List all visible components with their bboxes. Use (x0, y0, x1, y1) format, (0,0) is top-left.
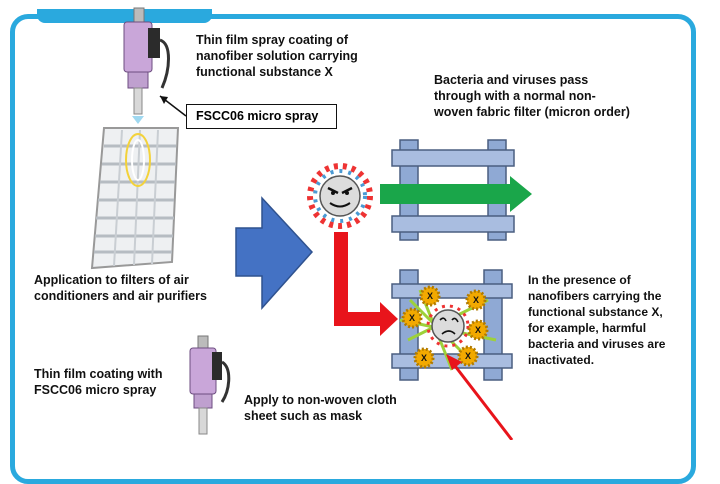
spray-coating-title: Thin film spray coating of nanofiber sol… (196, 33, 358, 79)
micro-spray-callout: FSCC06 micro spray (186, 104, 337, 129)
thin-film-coating-text: Thin film coating with FSCC06 micro spra… (34, 367, 163, 397)
air-filter (90, 127, 180, 270)
blocked-path-arrow (334, 232, 398, 336)
bacteria-pass-text: Bacteria and viruses pass through with a… (434, 73, 630, 119)
nanofiber-filter (391, 269, 513, 381)
x-marker: X (409, 313, 415, 323)
diagram-graphics: X X X X X X (90, 7, 532, 440)
pass-through-arrow (380, 176, 532, 212)
virus-character (307, 163, 373, 229)
substance-x-markers: X X X X X X (401, 285, 489, 369)
spray-nozzle-top (123, 7, 170, 124)
header-tab (37, 9, 212, 23)
x-marker: X (465, 351, 471, 361)
filter-application-text: Application to filters of air conditione… (34, 273, 207, 303)
x-marker: X (475, 325, 481, 335)
x-marker: X (427, 291, 433, 301)
spray-nozzle-bottom (189, 335, 231, 435)
process-arrow (235, 196, 314, 310)
x-marker: X (421, 353, 427, 363)
nanofiber-pointer (446, 354, 514, 440)
apply-nonwoven-text: Apply to non-woven cloth sheet such as m… (244, 393, 397, 423)
x-marker: X (473, 295, 479, 305)
nanofiber-presence-text: In the presence of nanofibers carrying t… (528, 273, 666, 367)
